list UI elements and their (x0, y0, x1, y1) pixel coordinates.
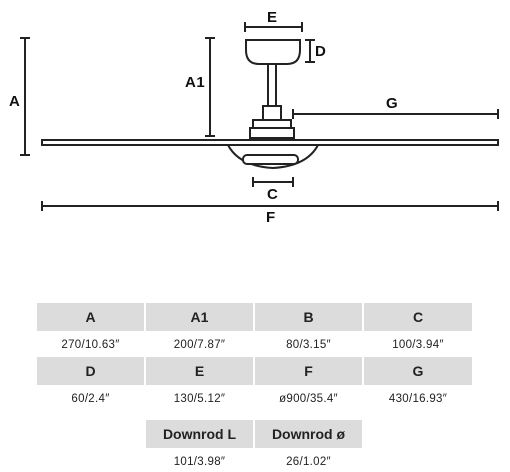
header-a1: A1 (146, 303, 253, 331)
label-a1: A1 (185, 74, 205, 91)
header-e: E (146, 357, 253, 385)
value-a: 270/10.63″ (61, 339, 120, 351)
header-b: B (255, 303, 362, 331)
header-downrod-length: Downrod L (146, 420, 253, 448)
fan-canopy (245, 39, 301, 65)
value-a1: 200/7.87″ (173, 339, 226, 351)
label-a: A (9, 93, 20, 110)
label-c: C (267, 186, 278, 203)
label-g: G (386, 95, 398, 112)
value-downrod-length: 101/3.98″ (173, 456, 226, 468)
label-d: D (315, 43, 326, 60)
fan-light-kit (242, 154, 299, 165)
value-e: 130/5.12″ (173, 393, 226, 405)
value-f: ø900/35.4″ (279, 393, 338, 405)
value-g: 430/16.93″ (388, 393, 448, 405)
ceiling-fan (41, 39, 499, 170)
value-b: 80/3.15″ (286, 339, 331, 351)
header-c: C (364, 303, 472, 331)
fan-motor-lower (249, 127, 295, 139)
value-c: 100/3.94″ (392, 339, 444, 351)
label-f: F (266, 209, 276, 226)
header-d: D (37, 357, 144, 385)
label-e: E (267, 9, 278, 26)
header-downrod-diameter: Downrod ø (255, 420, 362, 448)
header-a: A (37, 303, 144, 331)
ceiling-fan-dimension-diagram: A A1 E D G C F (9, 9, 499, 226)
header-g: G (364, 357, 472, 385)
value-downrod-diameter: 26/1.02″ (286, 456, 331, 468)
value-d: 60/2.4″ (71, 393, 110, 405)
header-f: F (255, 357, 362, 385)
